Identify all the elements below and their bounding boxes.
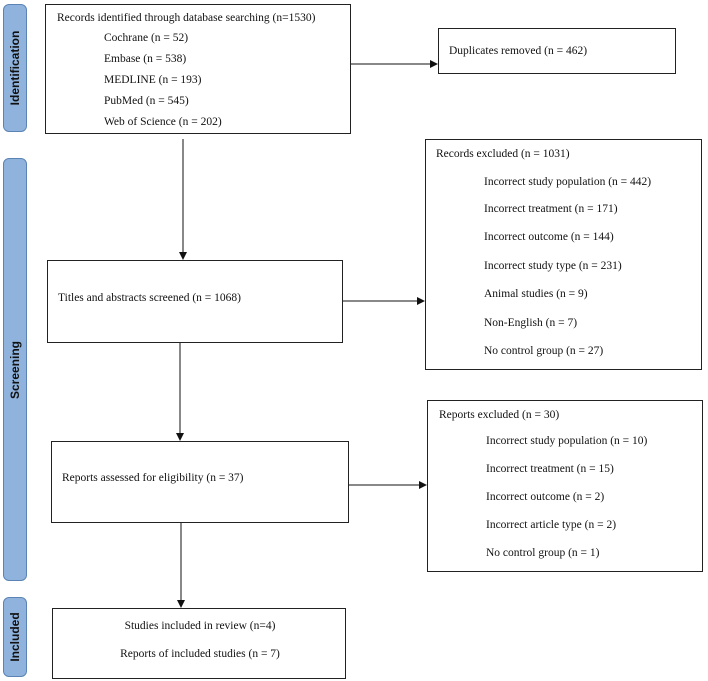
records-excluded-item: Incorrect study type (n = 231): [484, 260, 622, 272]
studies-included-label: Studies included in review (n=4): [124, 620, 276, 632]
records-excluded-title: Records excluded (n = 1031): [436, 148, 570, 160]
records-identified-title: Records identified through database sear…: [57, 12, 316, 24]
eligibility-box: Reports assessed for eligibility (n = 37…: [51, 441, 349, 523]
titles-abstracts-label: Titles and abstracts screened (n = 1068): [58, 292, 241, 304]
records-excluded-box: Records excluded (n = 1031) Incorrect st…: [425, 139, 702, 370]
reports-excluded-item: Incorrect outcome (n = 2): [486, 491, 605, 503]
records-excluded-item: Incorrect treatment (n = 171): [484, 203, 618, 215]
records-excluded-item: No control group (n = 27): [484, 345, 604, 357]
records-excluded-item: Incorrect outcome (n = 144): [484, 231, 614, 243]
reports-excluded-item: No control group (n = 1): [486, 547, 600, 559]
records-excluded-item: Incorrect study population (n = 442): [484, 176, 652, 188]
reports-excluded-box: Reports excluded (n = 30) Incorrect stud…: [427, 400, 703, 572]
records-excluded-item: Animal studies (n = 9): [484, 288, 588, 300]
source-embase: Embase (n = 538): [104, 53, 187, 65]
records-identified-box: Records identified through database sear…: [45, 4, 351, 134]
reports-included-label: Reports of included studies (n = 7): [120, 648, 280, 660]
eligibility-label: Reports assessed for eligibility (n = 37…: [62, 472, 244, 484]
source-cochrane: Cochrane (n = 52): [104, 32, 189, 44]
source-web-of-science: Web of Science (n = 202): [104, 116, 222, 128]
titles-abstracts-box: Titles and abstracts screened (n = 1068): [47, 260, 343, 343]
reports-excluded-title: Reports excluded (n = 30): [439, 409, 560, 421]
phase-included: Included: [3, 597, 27, 677]
duplicates-removed-box: Duplicates removed (n = 462): [438, 28, 676, 74]
phase-identification: Identification: [3, 4, 27, 132]
source-medline: MEDLINE (n = 193): [104, 74, 202, 86]
source-pubmed: PubMed (n = 545): [104, 95, 189, 107]
reports-excluded-item: Incorrect treatment (n = 15): [486, 463, 614, 475]
included-box: Studies included in review (n=4) Reports…: [52, 608, 346, 679]
reports-excluded-item: Incorrect study population (n = 10): [486, 435, 648, 447]
reports-excluded-item: Incorrect article type (n = 2): [486, 519, 617, 531]
records-excluded-item: Non-English (n = 7): [484, 317, 578, 329]
duplicates-removed-label: Duplicates removed (n = 462): [449, 45, 588, 57]
phase-screening: Screening: [3, 158, 27, 581]
